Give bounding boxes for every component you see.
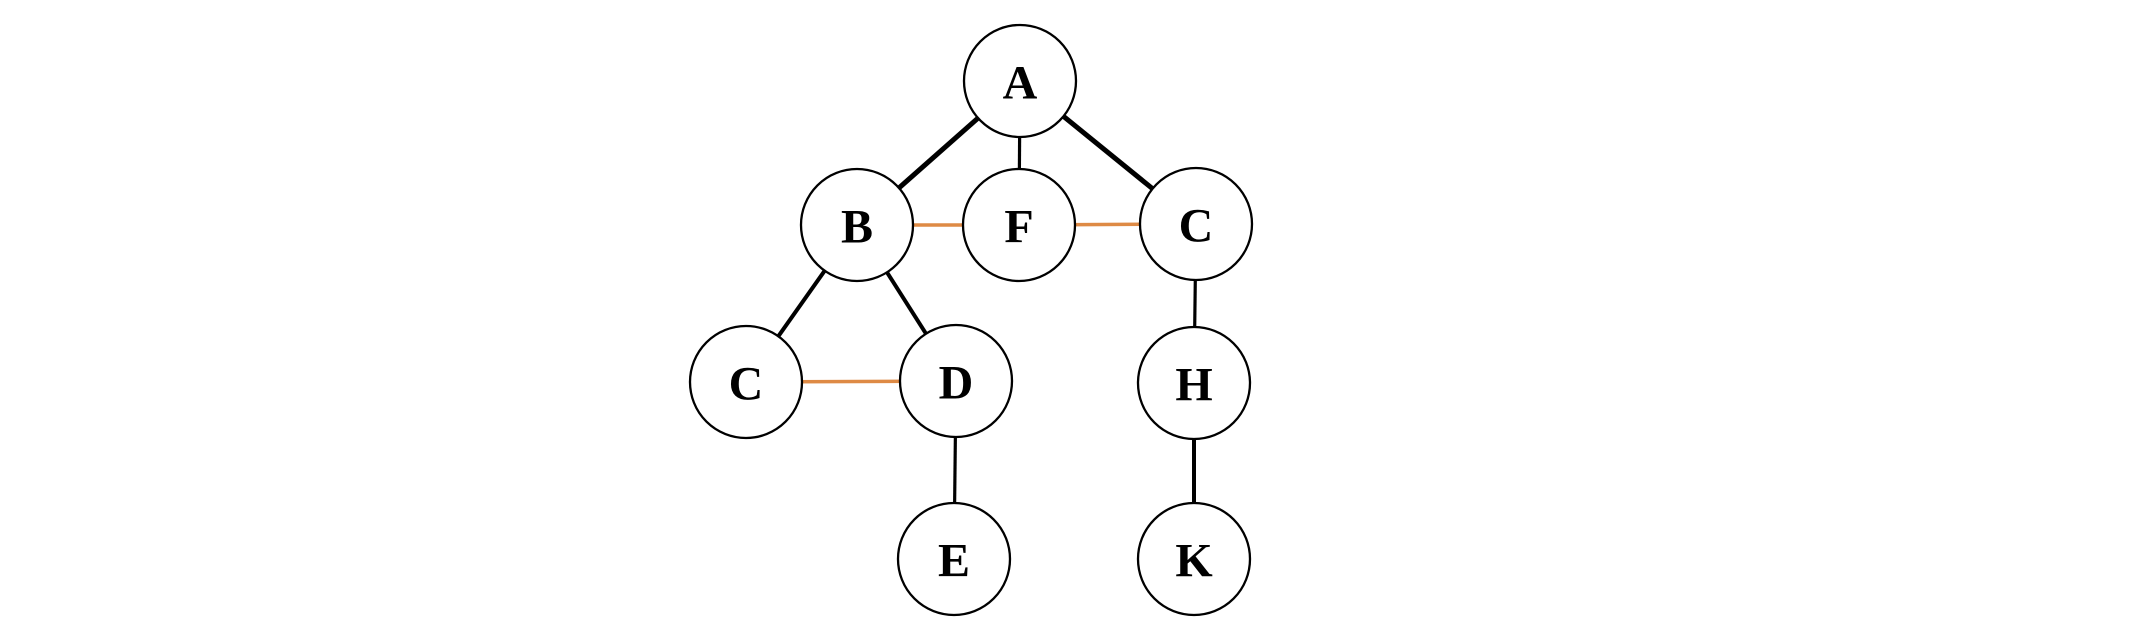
node-circle-E [896, 501, 1012, 617]
node-label-C1: C [729, 357, 764, 410]
node-circle-B [799, 167, 915, 283]
node-label-B: B [841, 200, 873, 253]
graph-node-K: K [1136, 501, 1252, 617]
node-circle-K [1136, 501, 1252, 617]
node-label-A: A [1003, 56, 1038, 109]
node-label-F: F [1004, 200, 1033, 253]
node-label-E: E [938, 534, 970, 587]
node-label-K: K [1175, 534, 1212, 587]
graph-node-B: B [799, 167, 915, 283]
graph-node-C1: C [688, 324, 804, 440]
node-label-D: D [939, 356, 974, 409]
node-label-H: H [1175, 358, 1212, 411]
node-circle-A [962, 23, 1078, 139]
graph-node-D: D [898, 323, 1014, 439]
node-circle-D [898, 323, 1014, 439]
node-circle-C1 [688, 324, 804, 440]
graph-node-A: A [962, 23, 1078, 139]
node-label-C2: C [1179, 199, 1214, 252]
graph-node-F: F [961, 167, 1077, 283]
node-circle-F [961, 167, 1077, 283]
graph-node-C2: C [1138, 166, 1254, 282]
node-circle-C2 [1138, 166, 1254, 282]
graph-node-E: E [896, 501, 1012, 617]
graph-node-H: H [1136, 325, 1252, 441]
node-circle-H [1136, 325, 1252, 441]
